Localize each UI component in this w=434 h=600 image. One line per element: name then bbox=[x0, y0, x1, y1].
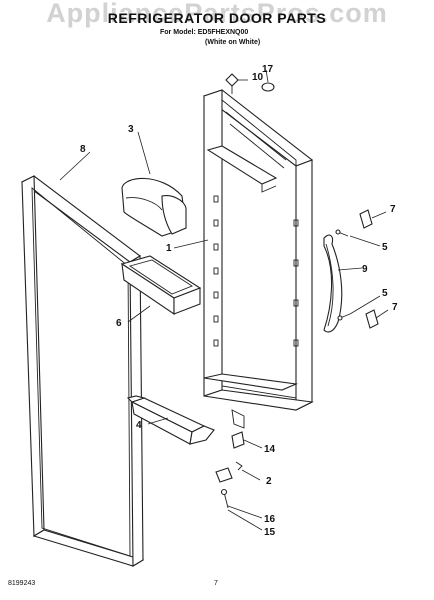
hinge-pin-part bbox=[231, 431, 245, 449]
handle-screw-top-head bbox=[335, 229, 341, 235]
callout-9: 9 bbox=[362, 264, 368, 275]
callout-5-bottom: 5 bbox=[382, 288, 388, 299]
model-line: For Model: ED5FHEXNQ00 bbox=[160, 29, 249, 36]
bottom-hinge-bracket-part bbox=[215, 467, 233, 483]
callout-10: 10 bbox=[252, 72, 264, 83]
callout-7-top: 7 bbox=[390, 204, 396, 215]
page-number: 7 bbox=[214, 580, 218, 587]
callout-1: 1 bbox=[166, 243, 172, 254]
callout-3: 3 bbox=[128, 124, 134, 135]
callout-leaders bbox=[59, 69, 389, 531]
dairy-door-part bbox=[121, 177, 187, 237]
door-handle-part bbox=[323, 234, 343, 333]
handle-end-cap-top-part bbox=[359, 209, 373, 229]
callout-5-top: 5 bbox=[382, 242, 388, 253]
door-liner-part bbox=[202, 89, 314, 429]
handle-end-cap-bottom-part bbox=[365, 309, 379, 329]
callout-15: 15 bbox=[264, 527, 276, 538]
door-shelf-part bbox=[126, 395, 215, 445]
variant-line: (White on White) bbox=[205, 39, 261, 46]
callout-4: 4 bbox=[136, 420, 142, 431]
callout-17: 17 bbox=[262, 64, 274, 75]
bushing-ring-part bbox=[261, 82, 275, 92]
hinge-screw-bottom-head bbox=[220, 488, 228, 496]
watermark: AppliancePartsPros.com bbox=[46, 0, 388, 28]
door-gasket-part bbox=[20, 175, 145, 567]
callout-2: 2 bbox=[266, 476, 272, 487]
callout-7-bottom: 7 bbox=[392, 302, 398, 313]
door-liner-holes bbox=[213, 195, 299, 347]
hinge-bushing-part bbox=[235, 461, 243, 471]
handle-screw-bottom-head bbox=[337, 315, 343, 321]
document-number: 8199243 bbox=[8, 580, 36, 587]
callout-6: 6 bbox=[116, 318, 122, 329]
callout-16: 16 bbox=[264, 514, 276, 525]
callout-14: 14 bbox=[264, 444, 276, 455]
callout-8: 8 bbox=[80, 144, 86, 155]
door-bin-part bbox=[120, 255, 202, 316]
hinge-screw-part bbox=[225, 73, 239, 94]
page-title: REFRIGERATOR DOOR PARTS bbox=[107, 10, 327, 26]
